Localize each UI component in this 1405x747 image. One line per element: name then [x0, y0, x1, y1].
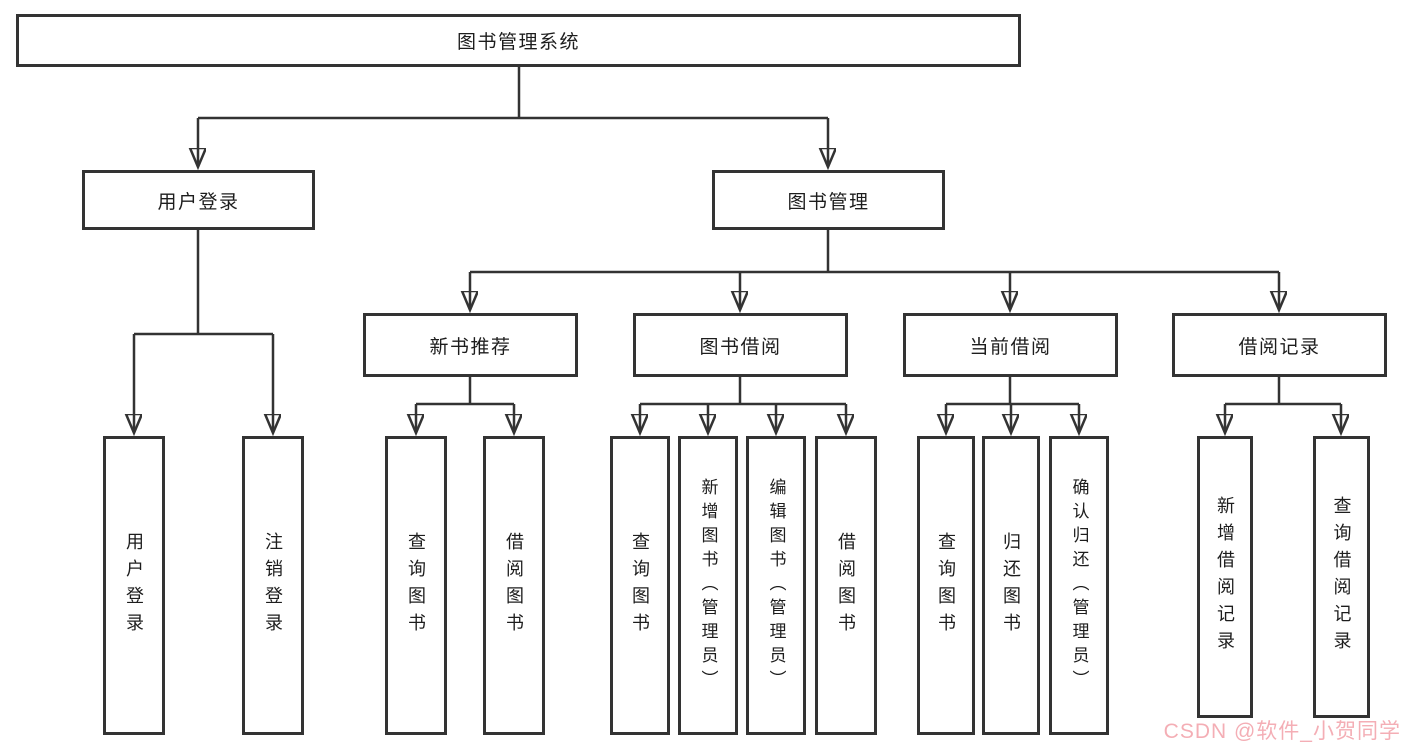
node-root-system-label: 图书管理系统: [456, 32, 580, 53]
leaf-confirm-return-admin-label: 确认归还（管理员）: [1069, 477, 1089, 694]
leaf-recommend-borrow-books: 借阅图书: [483, 436, 545, 735]
node-book-borrow-label: 图书借阅: [699, 336, 782, 358]
leaf-borrow-query-books: 查询图书: [610, 436, 670, 735]
node-new-book-recommend: 新书推荐: [363, 313, 578, 377]
leaf-borrow-query-books-label: 查询图书: [630, 531, 650, 640]
leaf-logout-label: 注销登录: [263, 531, 283, 640]
leaf-add-books-admin: 新增图书（管理员）: [678, 436, 738, 735]
node-user-login: 用户登录: [82, 170, 315, 230]
leaf-current-query-books-label: 查询图书: [936, 531, 956, 640]
leaf-return-books-label: 归还图书: [1001, 531, 1021, 640]
leaf-recommend-query-books-label: 查询图书: [406, 531, 426, 640]
leaf-add-borrow-record-label: 新增借阅记录: [1215, 496, 1235, 658]
leaf-recommend-borrow-books-label: 借阅图书: [504, 531, 524, 640]
node-book-management-label: 图书管理: [787, 191, 870, 213]
node-current-borrow-label: 当前借阅: [969, 336, 1052, 358]
leaf-add-books-admin-label: 新增图书（管理员）: [698, 477, 718, 694]
node-book-borrow: 图书借阅: [633, 313, 848, 377]
node-root-system: 图书管理系统: [16, 14, 1021, 67]
leaf-recommend-query-books: 查询图书: [385, 436, 447, 735]
node-new-book-recommend-label: 新书推荐: [429, 336, 512, 358]
leaf-logout: 注销登录: [242, 436, 304, 735]
node-user-login-label: 用户登录: [157, 191, 240, 213]
node-current-borrow: 当前借阅: [903, 313, 1118, 377]
leaf-query-borrow-record-label: 查询借阅记录: [1331, 496, 1352, 658]
node-borrow-records: 借阅记录: [1172, 313, 1387, 377]
leaf-current-query-books: 查询图书: [917, 436, 975, 735]
leaf-borrow-books-label: 借阅图书: [836, 531, 856, 640]
node-borrow-records-label: 借阅记录: [1238, 336, 1321, 358]
leaf-confirm-return-admin: 确认归还（管理员）: [1049, 436, 1109, 735]
leaf-edit-books-admin: 编辑图书（管理员）: [746, 436, 806, 735]
leaf-add-borrow-record: 新增借阅记录: [1197, 436, 1253, 718]
leaf-borrow-books: 借阅图书: [815, 436, 877, 735]
leaf-user-login: 用户登录: [103, 436, 165, 735]
node-book-management: 图书管理: [712, 170, 945, 230]
leaf-query-borrow-record: 查询借阅记录: [1313, 436, 1370, 718]
leaf-edit-books-admin-label: 编辑图书（管理员）: [766, 477, 786, 694]
leaf-user-login-label: 用户登录: [124, 531, 144, 640]
leaf-return-books: 归还图书: [982, 436, 1040, 735]
